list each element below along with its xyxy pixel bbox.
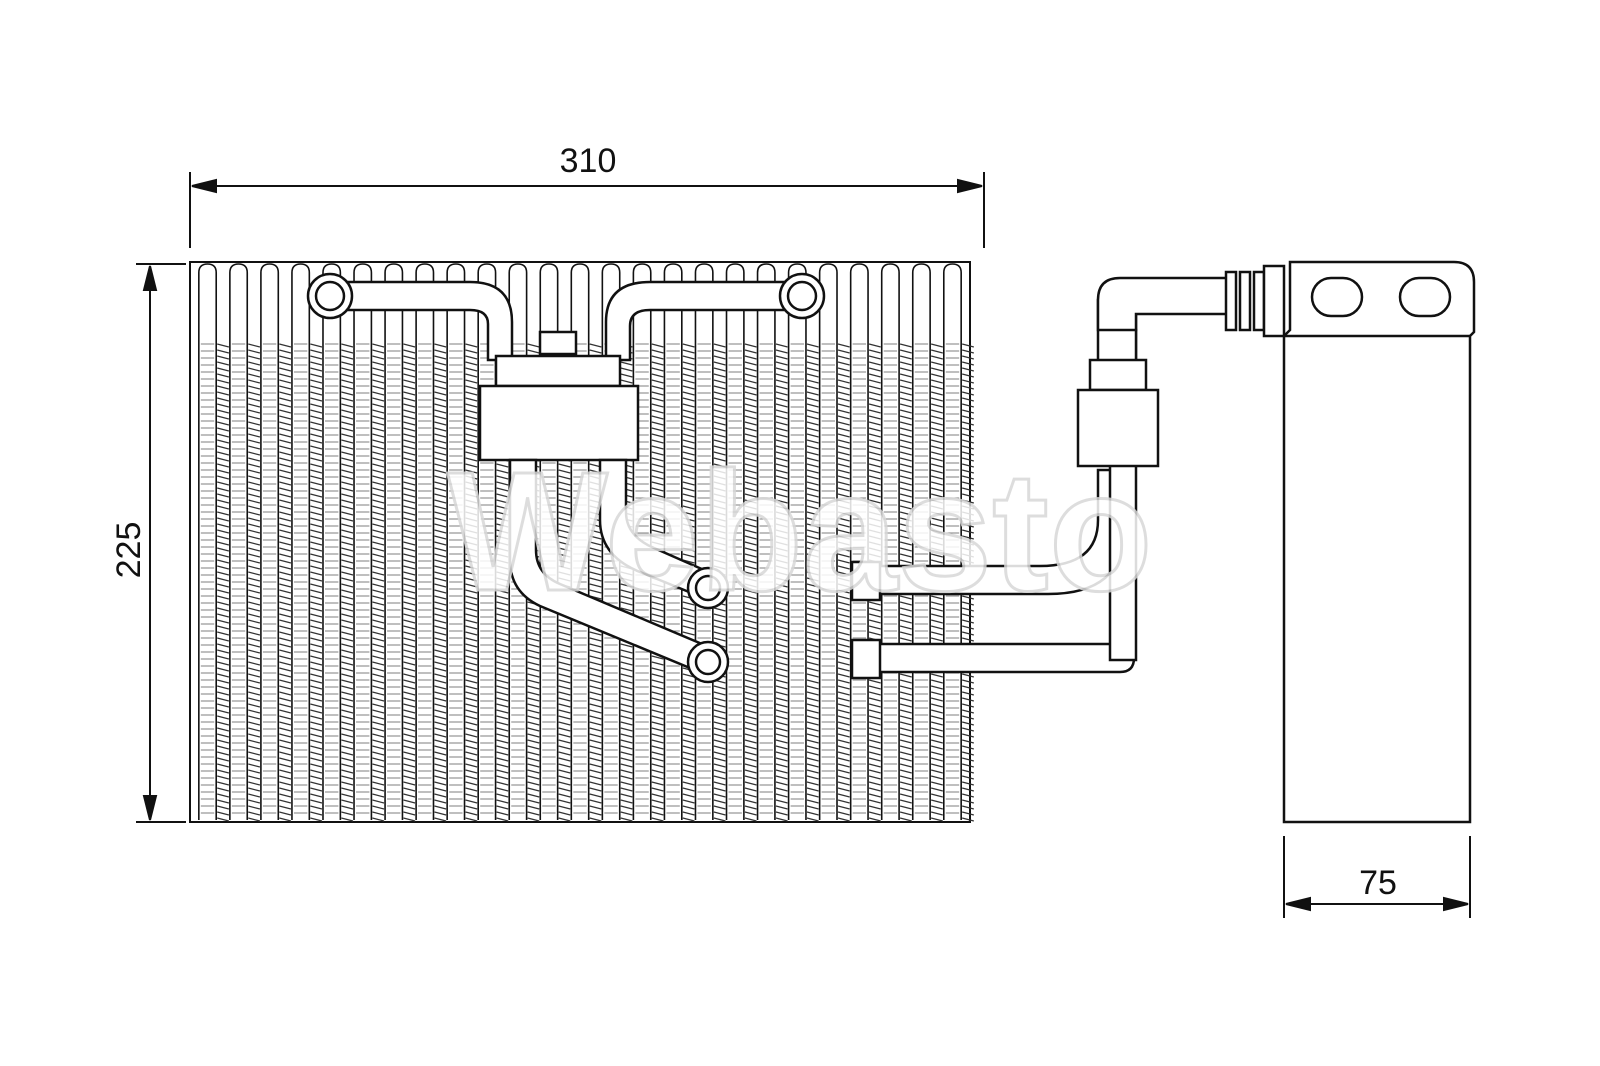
width-dimension-label: 310 — [560, 142, 617, 180]
fin-hatch-column — [372, 343, 385, 822]
fin-tube-hatch — [200, 343, 215, 814]
fin-hatch-column — [837, 343, 850, 822]
side-view-body — [1282, 260, 1476, 824]
valve-cap — [494, 354, 622, 388]
fin-hatch-column — [217, 343, 230, 822]
fin-tube — [291, 263, 311, 820]
watermark-logo: Webasto — [447, 437, 1152, 627]
fin-tube — [880, 263, 900, 820]
width-arrow-left — [191, 178, 217, 194]
fin-hatch-column — [341, 343, 354, 822]
oring-1 — [1224, 270, 1238, 332]
core-outline — [189, 261, 971, 823]
lower-stub — [850, 638, 882, 680]
fin-hatch-column — [744, 343, 757, 822]
top-block — [538, 330, 578, 356]
oring-2 — [1238, 270, 1252, 332]
fin-tube — [384, 263, 404, 820]
fin-tube — [725, 263, 745, 820]
fin-hatch-column — [248, 343, 261, 822]
fin-tube-hatch — [449, 343, 463, 814]
fin-tube-hatch — [293, 343, 308, 814]
upper-stub — [850, 560, 882, 602]
fin-hatch-column — [403, 343, 416, 822]
fin-tube — [756, 263, 776, 820]
fin-tube-hatch — [387, 343, 401, 814]
fin-tube — [787, 263, 807, 820]
fin-hatch-column — [279, 343, 292, 822]
top-elbow-pipe — [1096, 276, 1232, 332]
fin-hatch-column — [465, 343, 478, 822]
fin-tube-hatch — [262, 343, 277, 814]
height-arrow-bottom — [142, 795, 158, 821]
fin-tube — [322, 263, 342, 820]
height-arrow-top — [142, 265, 158, 291]
fin-tube — [198, 263, 218, 820]
dimension-lines — [136, 172, 1471, 918]
fin-tube-hatch — [759, 343, 773, 814]
oring-3 — [1252, 270, 1266, 332]
fin-tube — [446, 263, 466, 820]
header-pipes — [306, 272, 826, 462]
fin-tube — [260, 263, 280, 820]
fin-tube-hatch — [821, 343, 836, 814]
depth-arrow-right — [1443, 896, 1469, 912]
fin-tube — [663, 263, 683, 820]
fin-tube-hatch — [356, 343, 370, 814]
side-connection-pipes — [850, 264, 1286, 680]
connector-neck — [1262, 264, 1286, 338]
fin-tube-hatch — [790, 343, 804, 814]
fin-tube-hatch — [231, 343, 246, 814]
fin-hatch-column — [806, 343, 819, 822]
fin-tube — [415, 263, 435, 820]
riser-fitting — [1076, 388, 1160, 468]
riser-collar — [1088, 358, 1148, 392]
fin-tube — [818, 263, 838, 820]
width-arrow-right — [957, 178, 983, 194]
fin-tube — [353, 263, 373, 820]
side-slot-right — [1398, 276, 1452, 318]
fin-tube-hatch — [728, 343, 742, 814]
side-slot-left — [1310, 276, 1364, 318]
fin-tube — [229, 263, 249, 820]
fin-tube — [911, 263, 931, 820]
height-dimension-label: 225 — [110, 522, 148, 579]
outlet-pipes — [508, 458, 730, 684]
lower-side-pipe — [870, 642, 1136, 674]
fin-tube-hatch — [324, 343, 339, 814]
side-view — [1282, 260, 1476, 824]
fin-tube-hatch — [418, 343, 432, 814]
expansion-valve-block — [478, 384, 640, 462]
fin-hatch-column — [775, 343, 788, 822]
fin-tube — [849, 263, 869, 820]
fin-tube — [942, 263, 962, 820]
fin-hatch-column — [434, 343, 447, 822]
fin-hatch-column — [310, 343, 323, 822]
depth-dimension-label: 75 — [1359, 864, 1397, 902]
depth-arrow-left — [1285, 896, 1311, 912]
